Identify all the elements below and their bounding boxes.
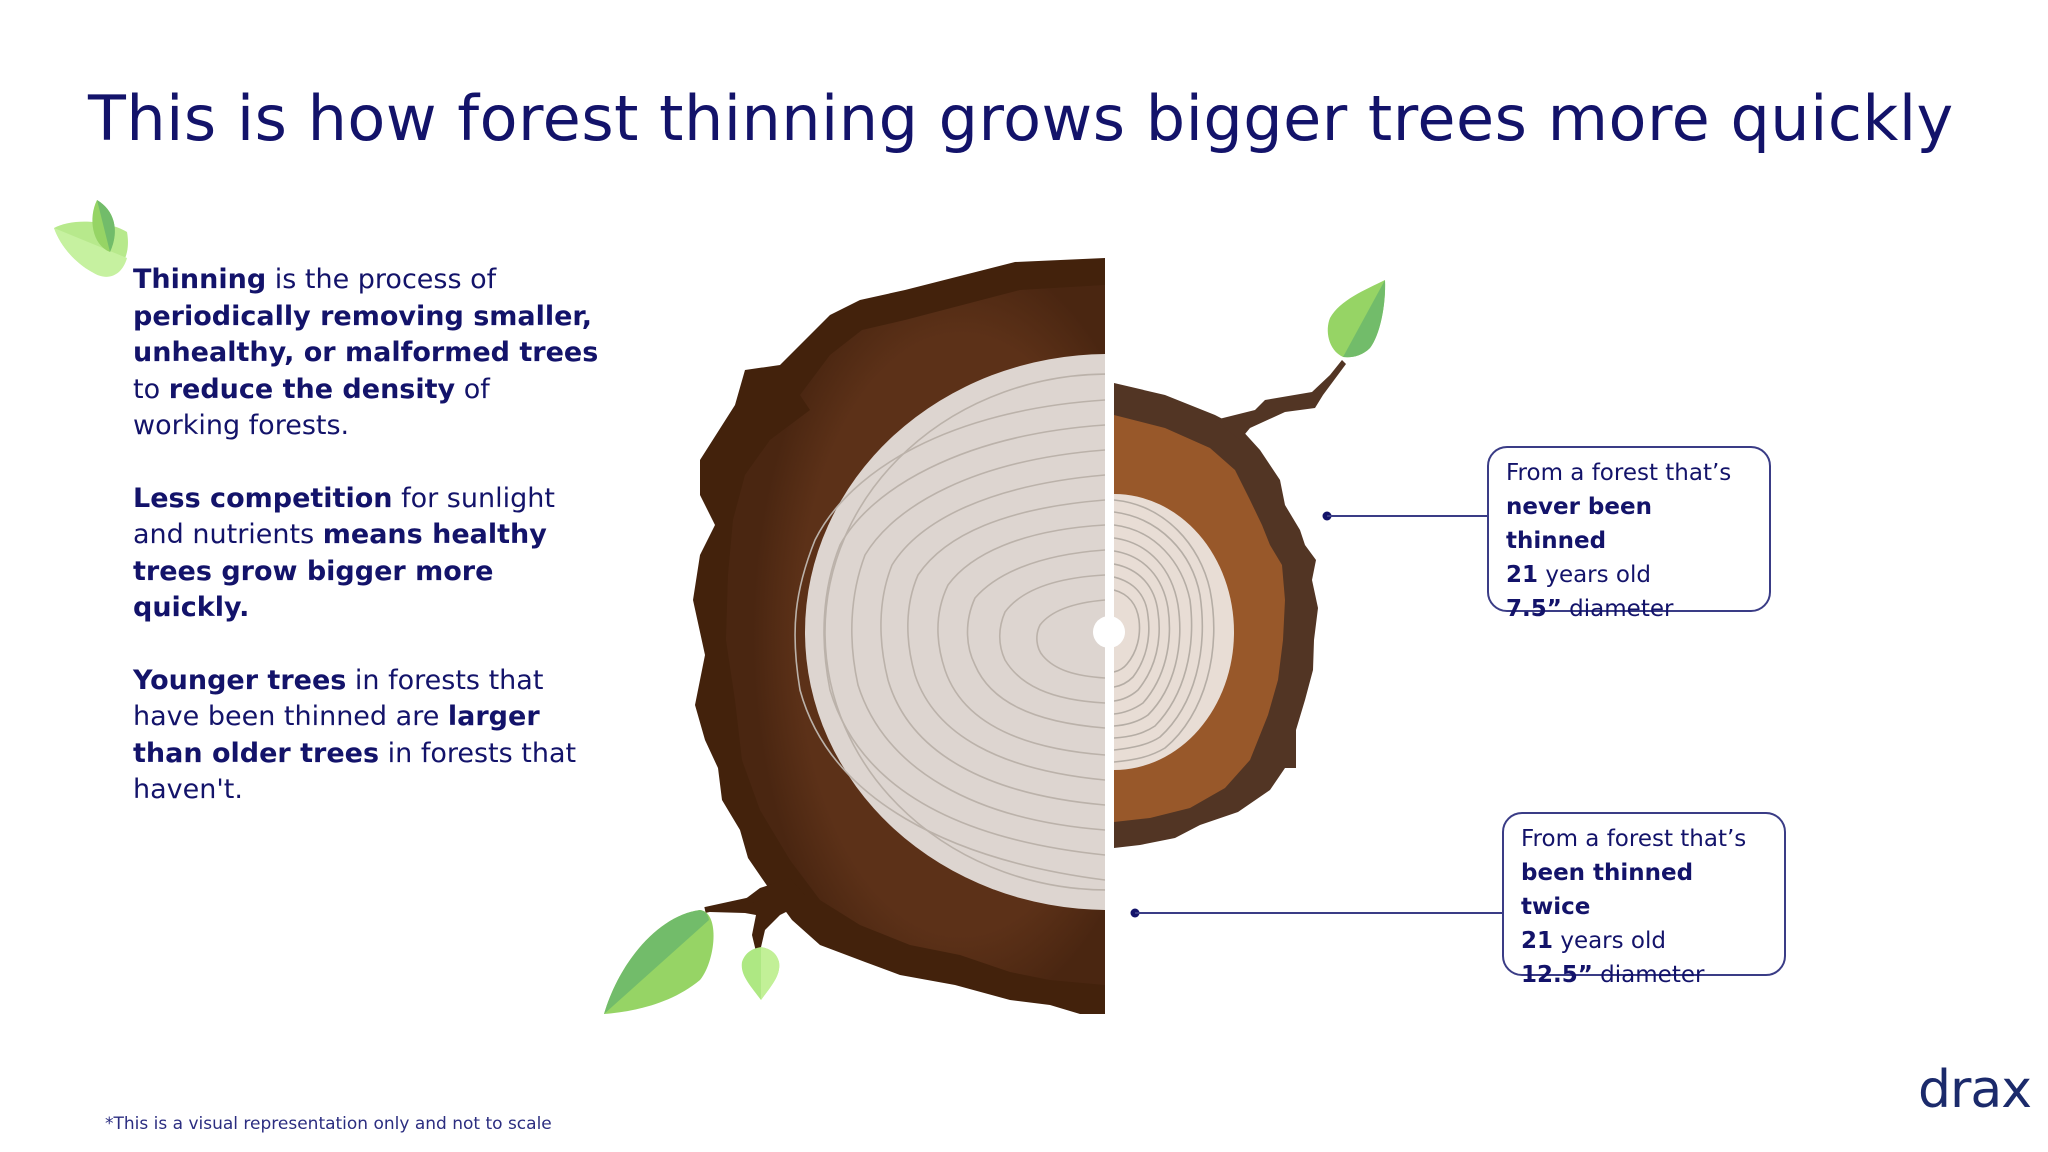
forest-type-label: been thinned twice [1521,860,1694,920]
callout-age: 21 years old [1521,924,1768,958]
age-value: 21 [1521,928,1554,954]
unthinned-growth-rings [1114,499,1215,763]
callout-thinned-twice: From a forest that’s been thinned twice … [1502,812,1786,988]
age-label: years old [1538,562,1651,588]
age-value: 21 [1506,562,1539,588]
callout-age: 21 years old [1506,558,1753,592]
callout-diameter: 12.5” diameter [1521,958,1768,992]
callout-never-thinned: From a forest that’s never been thinned … [1487,446,1771,622]
intro-paragraph-3: Younger trees in forests that have been … [133,663,603,809]
text-regular: in forests that haven't. [133,737,577,806]
callout-forest-type: never been thinned [1506,490,1753,558]
branch-upper-right [1215,280,1386,440]
drax-logo: drax [1918,1060,2032,1120]
diameter-label: diameter [1592,962,1705,988]
text-regular: to [133,373,169,405]
branch-bottom-left [604,878,805,1014]
diameter-value: 7.5” [1506,596,1562,622]
intro-paragraph-2: Less competition for sunlight and nutrie… [133,481,603,627]
text-regular: in forests that have been thinned are [133,664,544,733]
unthinned-trunk-cross-section [1114,383,1318,848]
intro-text: Thinning is the process of periodically … [133,262,603,845]
text-regular: is the process of [266,264,497,295]
callout-diameter: 7.5” diameter [1506,592,1753,626]
thinned-trunk-cross-section [693,258,1105,1014]
callout-intro: From a forest that’s [1521,826,1747,852]
diameter-value: 12.5” [1521,962,1593,988]
text-bold: Less competition [133,482,393,514]
text-bold: reduce the density [168,373,456,405]
text-regular: of working forests. [133,373,490,442]
forest-type-label: never been thinned [1506,494,1652,554]
text-regular: for sunlight and nutrients [133,482,555,551]
age-label: years old [1553,928,1666,954]
callout-intro: From a forest that’s [1506,460,1732,486]
pith-center [1093,616,1125,648]
diameter-label: diameter [1561,596,1674,622]
callout-connector-1 [1322,511,1487,521]
footnote: *This is a visual representation only an… [105,1114,552,1134]
page-title: This is how forest thinning grows bigger… [88,82,1954,155]
callout-forest-type: been thinned twice [1521,856,1768,924]
text-bold: Younger trees [133,664,347,696]
text-bold: Thinning [133,264,267,295]
leaf-icon [54,200,128,277]
thinned-growth-rings [794,373,1105,891]
callout-connector-2 [1130,908,1502,918]
text-bold: larger than older trees [133,701,540,769]
text-bold: periodically removing smaller, unhealthy… [133,300,599,369]
text-bold: means healthy trees grow bigger more qui… [133,519,547,623]
intro-paragraph-1: Thinning is the process of periodically … [133,262,603,445]
